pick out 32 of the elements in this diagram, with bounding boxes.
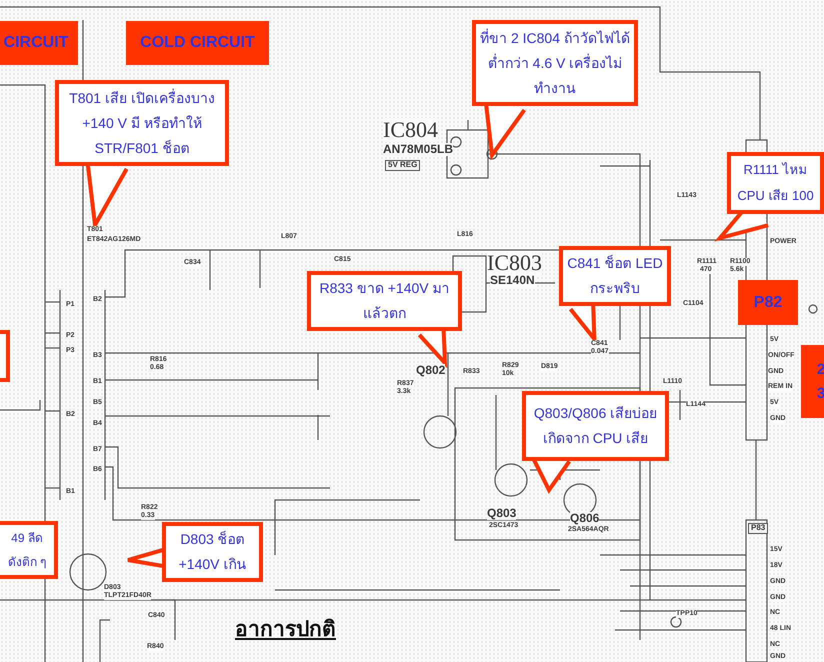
component-label: P83 xyxy=(748,523,768,534)
callout-text: R833 ขาด +140V มาแล้วตก xyxy=(318,279,450,323)
callout-box xyxy=(727,152,824,214)
callout-box xyxy=(162,522,263,582)
callout-box xyxy=(559,246,671,306)
callout-text: ที่ขา 2 IC804 ถ้าวัดไฟได้ต่ำกว่า 4.6 V เครื่องไม่ทำงาน xyxy=(479,28,631,98)
banner-text: COLD CIRCUIT xyxy=(140,33,255,53)
callout-text: T801 เสีย เปิดเครื่องบาง +140 V มี หรือทำให้ STR/F801 ช็อต xyxy=(68,88,216,158)
heading-text: อาการปกติ xyxy=(235,618,336,642)
component-label: AN78M05LB xyxy=(383,143,454,156)
callout-box xyxy=(522,391,669,461)
callout-text: Q803/Q806 เสียบ่อย เกิดจาก CPU เสีย xyxy=(532,404,658,448)
label-banner xyxy=(0,21,78,65)
callout-box xyxy=(0,521,58,579)
label-banner xyxy=(126,21,269,65)
callout-box xyxy=(472,20,638,106)
component-label: SE140N xyxy=(490,274,535,288)
component-label: Q806 xyxy=(570,512,600,526)
callout-text: R1111 ไหม CPU เสีย 100 xyxy=(736,161,815,205)
component-label: Q803 xyxy=(487,507,516,520)
banner-text: P82 xyxy=(754,292,782,312)
component-label: Q802 xyxy=(416,364,446,378)
chip-name: IC804 xyxy=(383,118,438,142)
callout-text: 49 ลีด ดังติก ๆ xyxy=(6,530,48,571)
callout-text: C841 ช็อต LED กระพริบ xyxy=(566,254,664,298)
chip-name: IC803 xyxy=(487,251,542,276)
label-banner xyxy=(738,280,798,325)
banner-text: CIRCUIT xyxy=(4,33,68,53)
callout-text: D803 ช็อต +140V เกิน xyxy=(178,530,248,574)
component-label: 5V REG xyxy=(385,160,420,171)
callout-box xyxy=(55,80,229,166)
callout-box xyxy=(307,271,462,331)
